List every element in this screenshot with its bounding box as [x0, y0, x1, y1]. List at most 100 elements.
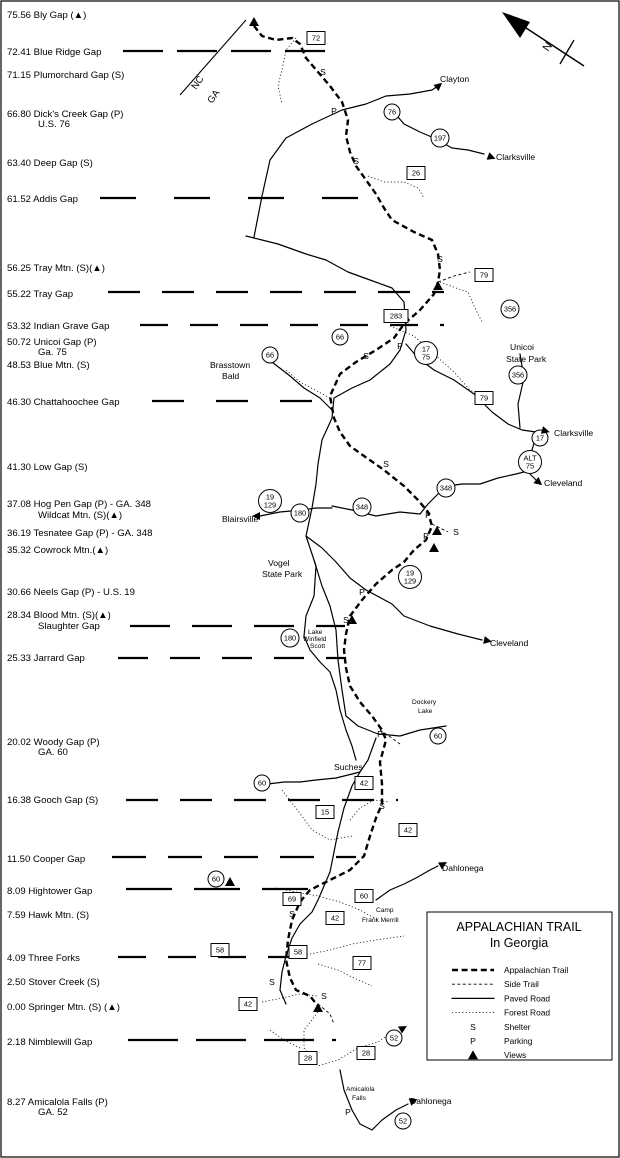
- shelter-icon: S: [383, 459, 389, 469]
- waypoint-sublabel: GA. 60: [38, 747, 68, 758]
- shelter-icon: S: [379, 801, 385, 811]
- legend-symbol: S: [470, 1022, 476, 1032]
- waypoint-label: 48.53 Blue Mtn. (S): [7, 360, 90, 371]
- waypoint-label: 7.59 Hawk Mtn. (S): [7, 910, 89, 921]
- route-number: 283: [390, 312, 402, 321]
- lake-label-line: Lake: [308, 629, 323, 636]
- route-number: 75: [526, 462, 534, 471]
- shelter-icon: S: [353, 156, 359, 166]
- route-shield-circle: [280, 628, 300, 648]
- route-number: 42: [360, 779, 368, 788]
- route-number: 28: [304, 1054, 312, 1063]
- place-label: Suches: [334, 762, 363, 772]
- route-shield-circle: [430, 128, 450, 148]
- route-number: 79: [480, 271, 488, 280]
- views-triangle-icon: [347, 615, 357, 624]
- forest-road-58: [289, 935, 405, 959]
- route-number: 17: [422, 344, 430, 353]
- route-shield-box: [210, 943, 230, 957]
- route-marker-197: 197: [430, 128, 450, 148]
- route-number: 42: [331, 914, 339, 923]
- route-shield-circle: [258, 489, 282, 513]
- appalachian-trail: [253, 25, 442, 1007]
- route-marker-283: 283: [383, 309, 409, 323]
- route-shield-circle: [508, 365, 528, 385]
- road-ga60-north: [267, 737, 377, 785]
- route-marker-66: 66: [261, 346, 279, 364]
- waypoint-label: 66.80 Dick's Creek Gap (P): [7, 109, 123, 120]
- route-marker-58: 58: [288, 945, 308, 959]
- road-direction-arrow-icon: [433, 82, 443, 92]
- route-number: 76: [388, 108, 396, 117]
- route-shield-circle: [394, 1112, 412, 1130]
- lake-label-line: Scott: [310, 643, 325, 650]
- place-label: Lake: [418, 708, 433, 715]
- legend-item: Paved Road: [451, 993, 550, 1003]
- route-shield-circle: [383, 103, 401, 121]
- parking-icon: P: [423, 531, 429, 541]
- parking-icon: P: [397, 341, 403, 351]
- route-shield-box: [315, 805, 335, 819]
- road-brasstown-66: [271, 361, 333, 411]
- route-shield-box: [238, 997, 258, 1011]
- place-label: Clayton: [440, 74, 469, 84]
- route-shield-box: [354, 889, 374, 903]
- forest-road-suches: [349, 799, 391, 821]
- waypoint-label: 72.41 Blue Ridge Gap: [7, 47, 101, 58]
- legend-title: APPALACHIAN TRAIL: [456, 920, 581, 934]
- waypoint-label: 20.02 Woody Gap (P): [7, 737, 100, 748]
- road-ga60-south: [279, 771, 361, 1005]
- route-number: 66: [266, 351, 274, 360]
- route-number: 17: [536, 434, 544, 443]
- route-marker-17: 17: [531, 429, 549, 447]
- shelter-icon: S: [453, 527, 459, 537]
- forest-road-79: [439, 281, 483, 323]
- route-marker-42: 42: [354, 776, 374, 790]
- route-number: 60: [360, 892, 368, 901]
- shelter-icon: S: [269, 977, 275, 987]
- route-number: 60: [212, 875, 220, 884]
- route-shield-circle: [253, 774, 271, 792]
- route-number: 77: [358, 959, 366, 968]
- route-number: 69: [288, 895, 296, 904]
- road-us19-129: [305, 535, 483, 641]
- route-shield-circle: [500, 299, 520, 319]
- route-number: 19: [406, 568, 414, 577]
- route-marker-42: 42: [398, 823, 418, 837]
- waypoint-label: 63.40 Deep Gap (S): [7, 158, 93, 169]
- waypoint-sublabel: Ga. 75: [38, 347, 67, 358]
- route-shield-box: [288, 945, 308, 959]
- road-west-ridge: [245, 235, 407, 761]
- route-marker-180: 180: [290, 503, 310, 523]
- road-arrows: [252, 82, 550, 1106]
- route-shield-circle: [261, 346, 279, 364]
- road-amicalola: [339, 1069, 409, 1131]
- north-arrow-shaft: [519, 23, 585, 67]
- legend-symbol: P: [470, 1036, 476, 1046]
- route-number: 42: [404, 826, 412, 835]
- route-number: 28: [362, 1049, 370, 1058]
- route-marker-28: 28: [356, 1046, 376, 1060]
- forest-road-77: [317, 963, 373, 987]
- forest-road-72: [277, 37, 297, 105]
- views-triangle-icon: [432, 526, 442, 535]
- route-shield-box: [282, 892, 302, 906]
- parking-icon: P: [425, 510, 431, 520]
- route-number: 42: [244, 1000, 252, 1009]
- route-number: 60: [434, 732, 442, 741]
- legend-item-label: Side Trail: [504, 979, 539, 989]
- route-shield-box: [474, 391, 494, 405]
- north-arrow-head: [502, 12, 530, 38]
- route-marker-52: 52: [394, 1112, 412, 1130]
- place-label: Clarksville: [496, 152, 535, 162]
- legend-views-triangle-icon: [468, 1050, 478, 1060]
- place-label: Cleveland: [490, 638, 528, 648]
- road-direction-arrow-icon: [398, 1026, 407, 1034]
- route-number: 129: [264, 501, 276, 510]
- route-marker-60: 60: [354, 889, 374, 903]
- waypoint-label: 37.08 Hog Pen Gap (P) - GA. 348: [7, 499, 151, 510]
- waypoint-label: 55.22 Tray Gap: [7, 289, 73, 300]
- road-direction-arrow-icon: [533, 476, 543, 486]
- shelter-icon: S: [321, 991, 327, 1001]
